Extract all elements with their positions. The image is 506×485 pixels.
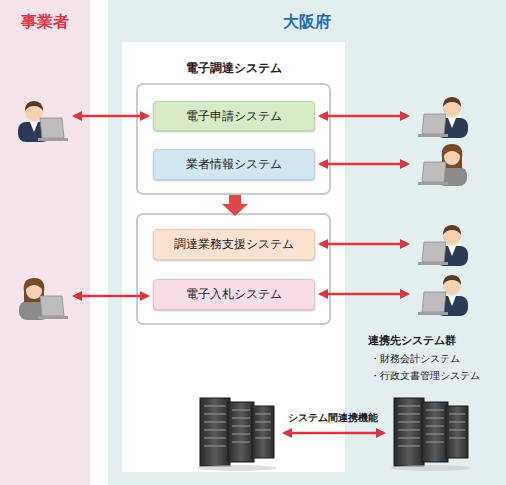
- system-box: 調達業務支援システム: [153, 229, 315, 260]
- list-item: ・行政文書管理システム: [370, 369, 480, 383]
- group-heading: 連携先システム群: [368, 333, 456, 348]
- box-label: 電子申請システム: [186, 108, 282, 125]
- band-title: 大阪府: [108, 12, 506, 33]
- arrow-label: システム間連携機能: [288, 411, 378, 425]
- system-box: 電子入札システム: [153, 279, 315, 310]
- list-item: ・財務会計システム: [370, 352, 460, 366]
- band-title: 事業者: [0, 12, 90, 33]
- actor-band: 事業者: [0, 0, 90, 485]
- system-box: 電子申請システム: [153, 101, 315, 131]
- system-box: 業者情報システム: [153, 149, 315, 180]
- box-label: 調達業務支援システム: [174, 236, 294, 253]
- box-label: 電子入札システム: [186, 286, 282, 303]
- panel-title: 電子調達システム: [122, 60, 345, 77]
- system-panel: 電子調達システム電子申請システム業者情報システム調達業務支援システム電子入札シス…: [122, 42, 345, 472]
- box-label: 業者情報システム: [186, 156, 282, 173]
